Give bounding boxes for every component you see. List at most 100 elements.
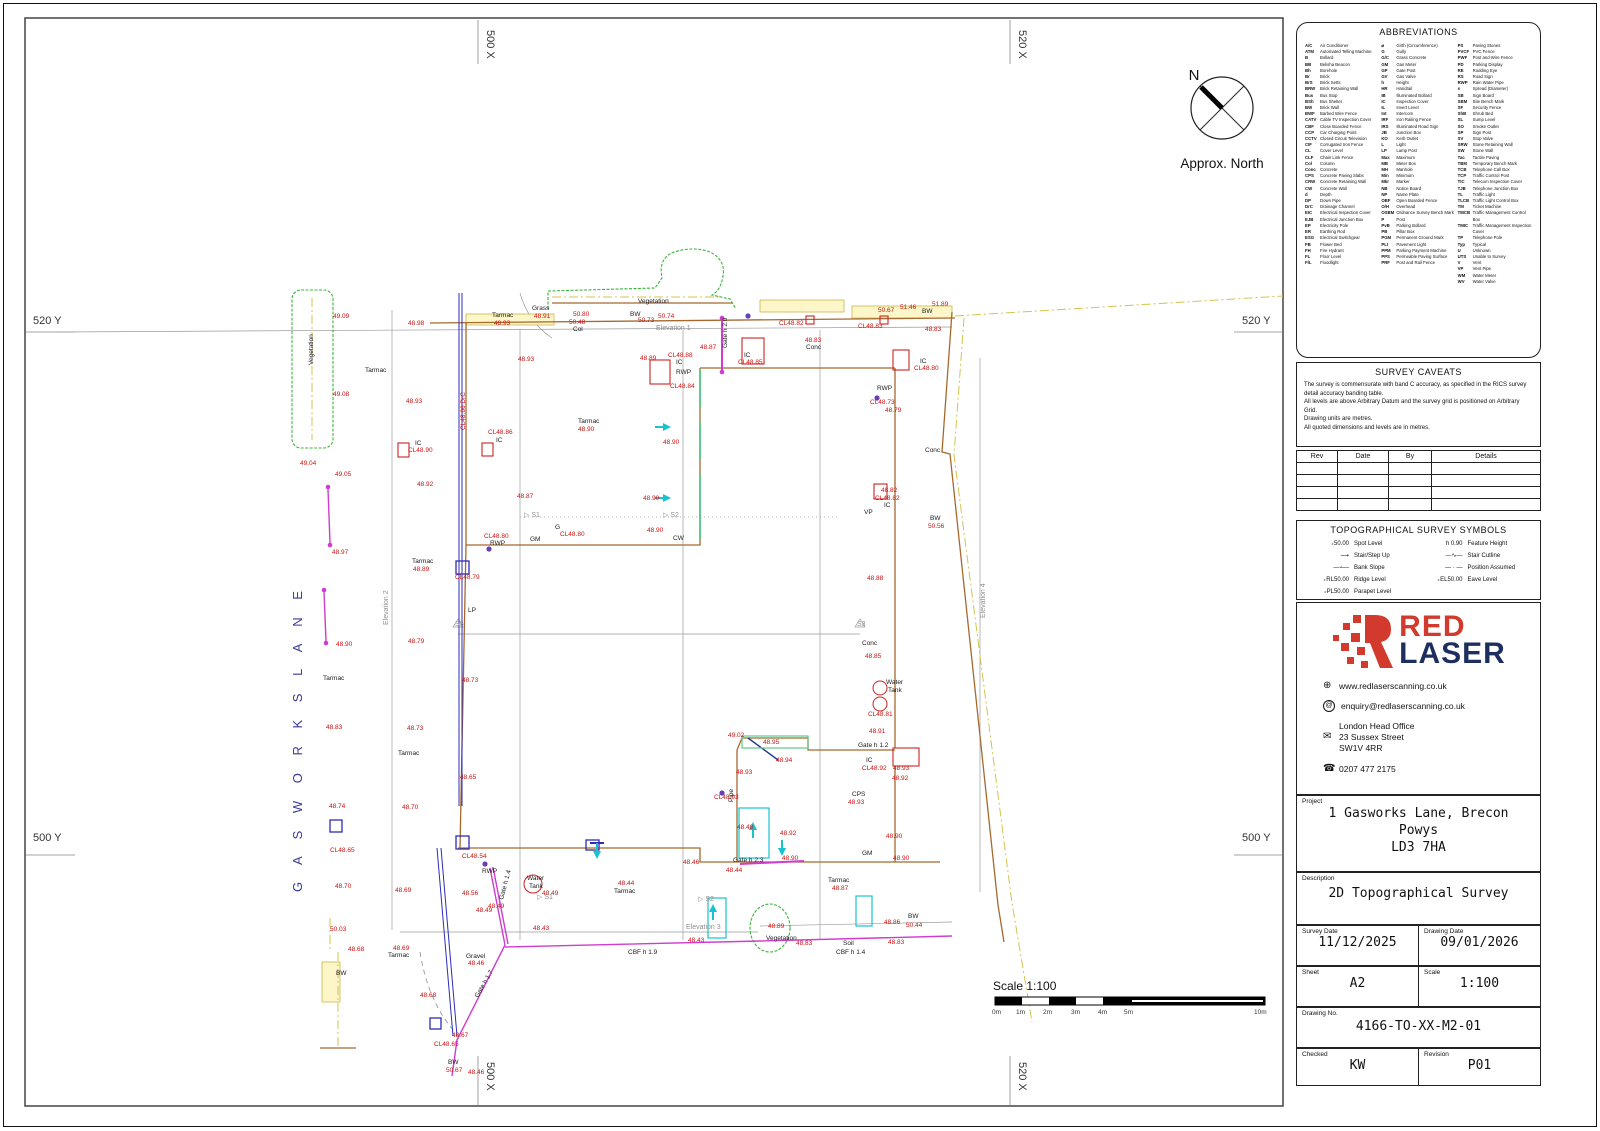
svg-text:500 X: 500 X	[484, 1062, 496, 1091]
svg-text:48.43: 48.43	[533, 925, 550, 932]
svg-text:48.73: 48.73	[462, 677, 479, 684]
fence-lines	[323, 318, 953, 1077]
svg-text:IC: IC	[866, 757, 873, 764]
svg-text:500 Y: 500 Y	[33, 832, 62, 844]
mail-icon: ✉	[1323, 731, 1332, 742]
project-label: Project	[1302, 798, 1323, 805]
svg-text:CL48.92: CL48.92	[862, 765, 887, 772]
svg-text:48.67: 48.67	[452, 1032, 469, 1039]
svg-text:48.97: 48.97	[332, 549, 349, 556]
svg-text:48.90: 48.90	[663, 439, 680, 446]
svg-text:BW: BW	[922, 308, 933, 315]
svg-text:49.02: 49.02	[728, 732, 745, 739]
scale-label: Scale	[1424, 969, 1441, 976]
sheet-cell: Sheet A2	[1297, 967, 1418, 1006]
project-line: 1 Gasworks Lane, Brecon	[1328, 806, 1509, 821]
svg-text:RWP: RWP	[877, 385, 892, 392]
svg-text:50.56: 50.56	[928, 523, 945, 530]
svg-text:49.09: 49.09	[333, 313, 350, 320]
revision-empty-row	[1296, 486, 1541, 499]
svg-text:CL48.73: CL48.73	[870, 399, 895, 406]
logo-wordmark: RED LASER	[1399, 612, 1506, 669]
svg-text:48.49: 48.49	[476, 907, 493, 914]
svg-text:CL48.80: CL48.80	[560, 531, 585, 538]
sheet-scale-box: Sheet A2 Scale 1:100	[1296, 966, 1541, 1007]
revision-cell: Revision P01	[1418, 1049, 1540, 1085]
revision-label: Revision	[1424, 1051, 1449, 1058]
revision-value: P01	[1467, 1058, 1492, 1073]
svg-text:5m: 5m	[1124, 1009, 1133, 1016]
svg-text:Conc: Conc	[862, 640, 878, 647]
svg-text:BW: BW	[448, 1059, 459, 1066]
svg-text:48.89: 48.89	[413, 566, 430, 573]
svg-text:CL48.65: CL48.65	[434, 1041, 459, 1048]
svg-text:48.74: 48.74	[329, 803, 346, 810]
svg-text:Elevation 2: Elevation 2	[383, 590, 390, 625]
drawing-date-label: Drawing Date	[1424, 928, 1464, 935]
svg-text:48.89: 48.89	[640, 355, 657, 362]
plan-markers	[321, 313, 920, 1030]
grid-ticks	[26, 20, 1282, 1105]
company-office: London Head Office	[1339, 721, 1415, 731]
description-label: Description	[1302, 875, 1335, 882]
svg-text:50.73: 50.73	[638, 317, 655, 324]
svg-text:CL48.79: CL48.79	[455, 574, 480, 581]
drawing-no-label: Drawing No.	[1302, 1010, 1338, 1017]
vegetation-outlines	[291, 248, 791, 953]
svg-text:LP: LP	[468, 607, 476, 614]
svg-text:48.83: 48.83	[805, 337, 822, 344]
svg-text:S3: S3	[455, 621, 464, 628]
company-website: www.redlaserscanning.co.uk	[1339, 680, 1447, 691]
svg-text:▷ S1: ▷ S1	[524, 512, 540, 519]
svg-text:0m: 0m	[992, 1009, 1001, 1016]
company-logo: RED LASER	[1297, 603, 1540, 671]
revision-header: By	[1388, 450, 1432, 463]
revision-header: Rev	[1296, 450, 1338, 463]
svg-text:BW: BW	[336, 970, 347, 977]
north-arrow: N Approx. North	[1180, 67, 1263, 171]
svg-text:48.43: 48.43	[688, 937, 705, 944]
svg-text:Gate h 1.2: Gate h 1.2	[858, 742, 889, 749]
svg-text:CL48.65: CL48.65	[330, 847, 355, 854]
svg-text:48.48: 48.48	[737, 824, 754, 831]
drawing-no-box: Drawing No. 4166-TO-XX-M2-01	[1296, 1007, 1541, 1048]
